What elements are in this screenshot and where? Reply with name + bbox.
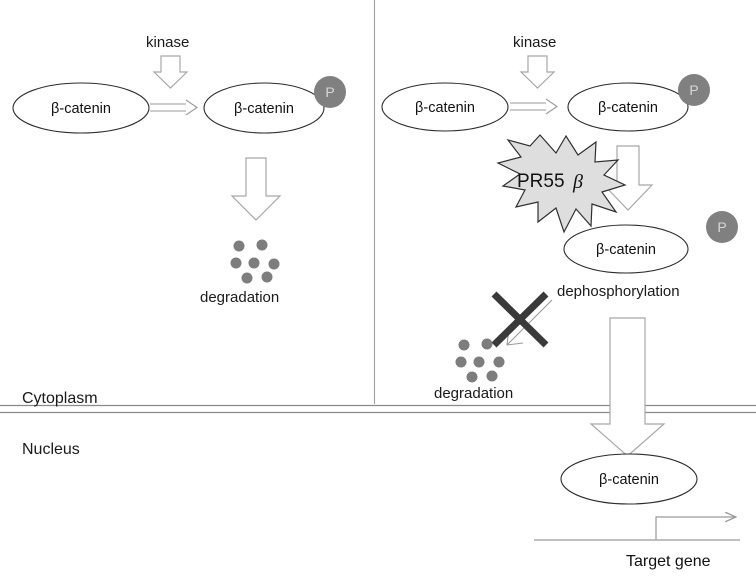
left-beta-catenin-ellipse (12, 82, 150, 134)
left-phospho-badge-circle (314, 76, 346, 108)
right-degradation-label: degradation (434, 385, 513, 402)
nucleus-label: Nucleus (22, 441, 80, 458)
target-gene-promoter-arrow (655, 517, 736, 540)
left-degradation-label: degradation (200, 289, 279, 306)
nuclear-translocation-block-arrow (589, 317, 666, 457)
right-beta-catenin-label: β-catenin (415, 100, 475, 116)
left-phosphorylation-arrow (150, 99, 198, 116)
right-kinase-label: kinase (513, 34, 556, 51)
released-phospho-badge-letter: P (717, 219, 726, 235)
nuclear-beta-catenin-ellipse (560, 453, 698, 505)
right-beta-catenin-phospho-label: β-catenin (598, 100, 658, 116)
pr55b-label-beta: β (572, 171, 583, 193)
blocked-cross-mark (491, 291, 549, 348)
right-beta-catenin-dephospho-label: β-catenin (596, 242, 656, 258)
target-gene-label: Target gene (626, 553, 711, 570)
left-beta-catenin-label: β-catenin (51, 101, 111, 117)
released-phospho-badge-circle (706, 211, 738, 243)
right-beta-catenin-dephospho-ellipse (563, 224, 689, 274)
right-beta-catenin-ellipse (381, 82, 509, 132)
right-beta-catenin-phospho-ellipse (567, 82, 689, 132)
right-phospho-badge-letter: P (689, 82, 698, 98)
left-beta-catenin-phospho-ellipse (203, 82, 325, 134)
right-degradation-dots (455, 338, 505, 383)
left-phospho-badge-letter: P (325, 84, 334, 100)
nucleus-panel: β-catenin Target gene (534, 453, 740, 570)
nuclear-beta-catenin-label: β-catenin (599, 472, 659, 488)
right-kinase-block-arrow (519, 55, 556, 89)
right-panel: kinase β-catenin β-catenin P PR55 β β-ca… (381, 34, 738, 457)
left-degradation-block-arrow (230, 157, 282, 221)
pr55b-label-main: PR55 (517, 171, 565, 192)
right-phosphorylation-arrow (510, 98, 558, 115)
left-degradation-dots (230, 239, 280, 284)
left-panel: kinase β-catenin β-catenin P (12, 34, 346, 306)
pr55b-starburst (496, 134, 627, 234)
right-phospho-badge-circle (678, 74, 710, 106)
left-kinase-block-arrow (152, 55, 189, 89)
left-kinase-label: kinase (146, 34, 189, 51)
cytoplasm-label: Cytoplasm (22, 390, 98, 407)
dephosphorylation-label: dephosphorylation (557, 283, 680, 300)
left-beta-catenin-phospho-label: β-catenin (234, 101, 294, 117)
